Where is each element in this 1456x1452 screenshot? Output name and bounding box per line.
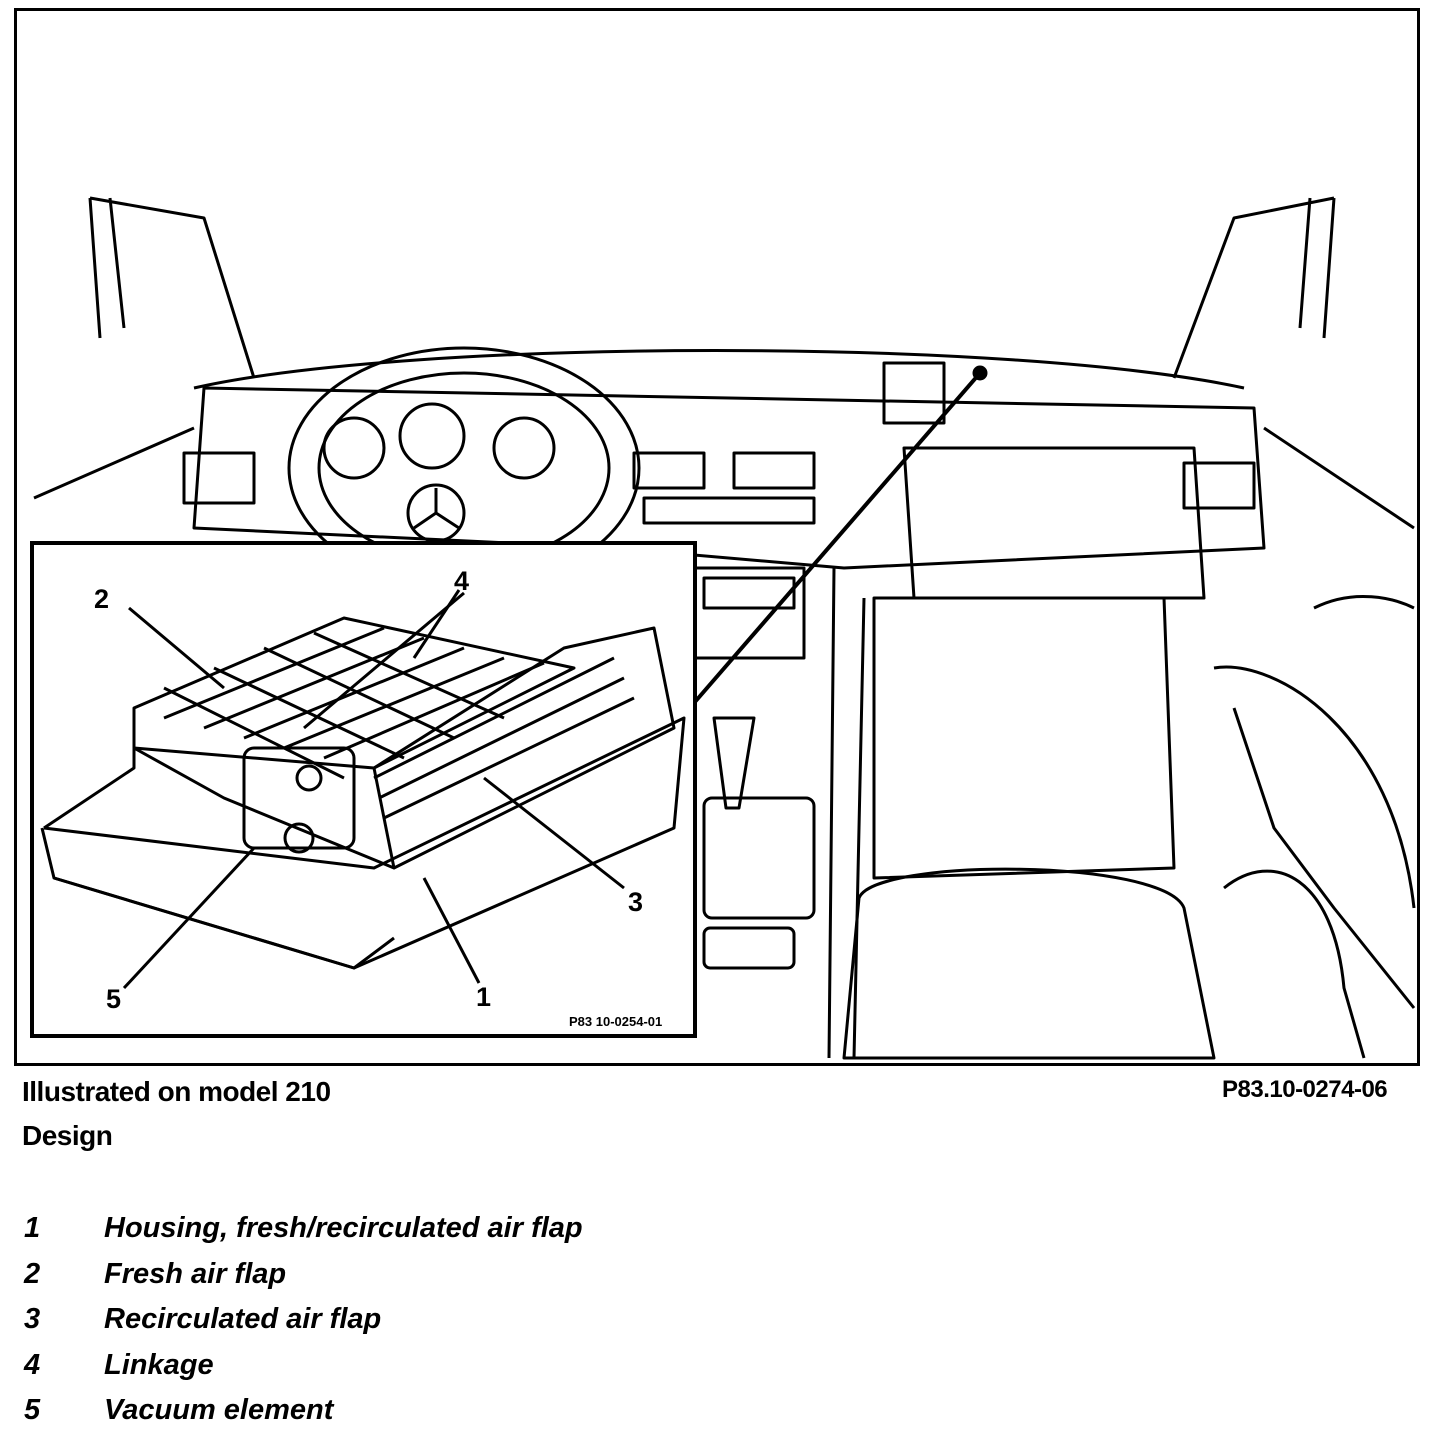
legend-number: 1 bbox=[24, 1212, 41, 1244]
callout-2: 2 bbox=[94, 584, 109, 614]
legend-label: Recirculated air flap bbox=[104, 1303, 382, 1335]
legend-number: 3 bbox=[24, 1303, 41, 1335]
callout-3: 3 bbox=[628, 887, 643, 917]
figure-reference: P83.10-0274-06 bbox=[1222, 1076, 1388, 1103]
legend-number: 5 bbox=[24, 1394, 41, 1426]
callout-4: 4 bbox=[454, 566, 469, 596]
caption-design: Design bbox=[22, 1120, 113, 1151]
figure-frame: 2 4 3 1 5 P83 10-0254-01 bbox=[14, 8, 1420, 1066]
legend-label: Housing, fresh/recirculated air flap bbox=[104, 1212, 583, 1244]
legend-label: Fresh air flap bbox=[104, 1258, 287, 1290]
legend-label: Linkage bbox=[104, 1349, 214, 1381]
legend-number: 2 bbox=[24, 1258, 41, 1290]
inset-airbox-detail: 2 4 3 1 5 P83 10-0254-01 bbox=[30, 541, 697, 1038]
car-interior-illustration: 2 4 3 1 5 P83 10-0254-01 bbox=[14, 8, 1420, 1066]
legend-label: Vacuum element bbox=[104, 1394, 334, 1426]
dashboard-linework bbox=[33, 196, 1416, 1060]
inset-reference: P83 10-0254-01 bbox=[569, 1014, 662, 1029]
legend-number: 4 bbox=[24, 1349, 41, 1381]
callout-1: 1 bbox=[476, 982, 491, 1012]
caption-model: Illustrated on model 210 bbox=[22, 1076, 331, 1107]
callout-5: 5 bbox=[106, 984, 121, 1014]
